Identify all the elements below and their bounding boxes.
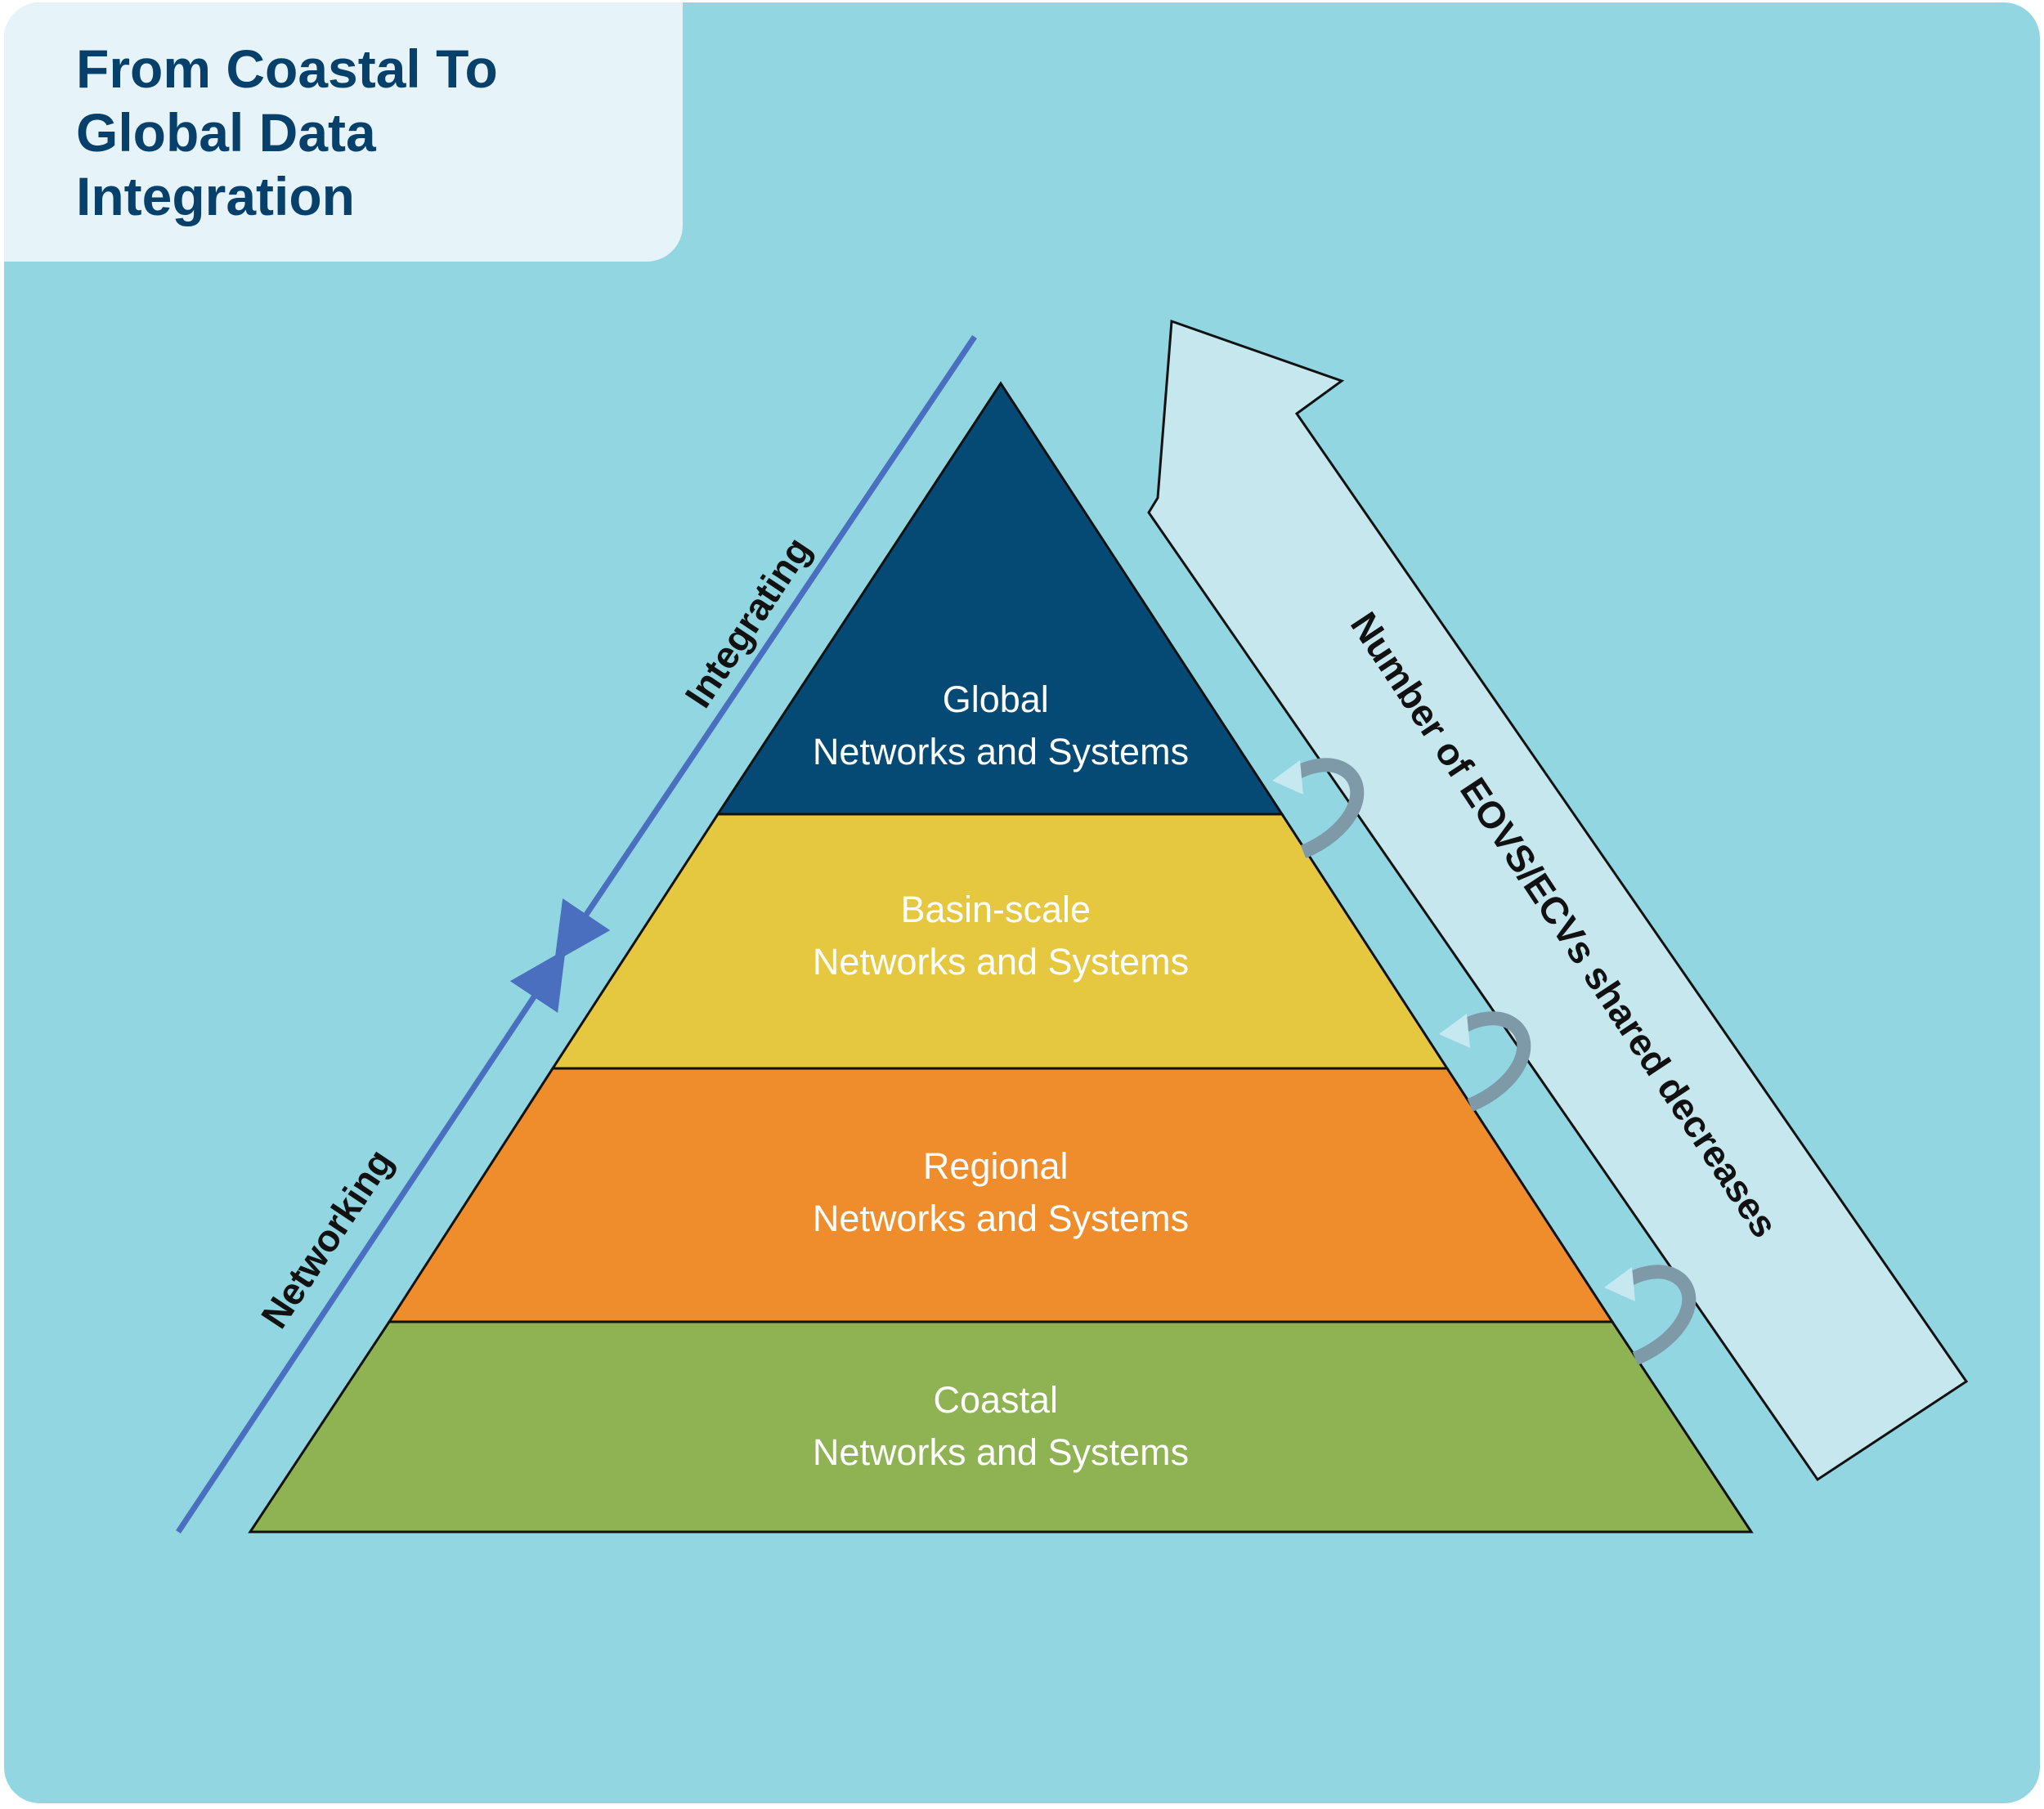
integrating-label: Integrating: [676, 530, 819, 715]
tier-global-desc: Networks and Systems: [813, 731, 1189, 772]
tier-global-label: Global Networks and Systems: [813, 678, 1189, 772]
tier-regional: [387, 1067, 1615, 1323]
title-box: From Coastal To Global Data Integration: [4, 2, 683, 262]
tier-basin-label: Basin-scale Networks and Systems: [813, 889, 1189, 983]
tier-basin-name: Basin-scale: [900, 889, 1091, 930]
decrease-arrow: [1147, 319, 1969, 1482]
networking-arrow: [176, 949, 566, 1534]
tier-basin-desc: Networks and Systems: [813, 941, 1189, 983]
tier-coastal: [248, 1320, 1754, 1534]
curl-arrow-basin: [1439, 1011, 1531, 1112]
tier-global-name: Global: [943, 678, 1049, 720]
tier-regional-name: Regional: [923, 1145, 1069, 1187]
tier-regional-desc: Networks and Systems: [813, 1198, 1189, 1239]
curl-arrow-regional: [1604, 1265, 1697, 1365]
curl-arrow-global: [1272, 758, 1365, 858]
tier-regional-label: Regional Networks and Systems: [813, 1145, 1189, 1239]
tier-coastal-name: Coastal: [933, 1379, 1058, 1421]
tier-coastal-desc: Networks and Systems: [813, 1431, 1189, 1473]
integrating-arrow: [554, 335, 977, 962]
diagram-title: From Coastal To Global Data Integration: [76, 38, 498, 226]
tier-coastal-label: Coastal Networks and Systems: [813, 1379, 1189, 1473]
